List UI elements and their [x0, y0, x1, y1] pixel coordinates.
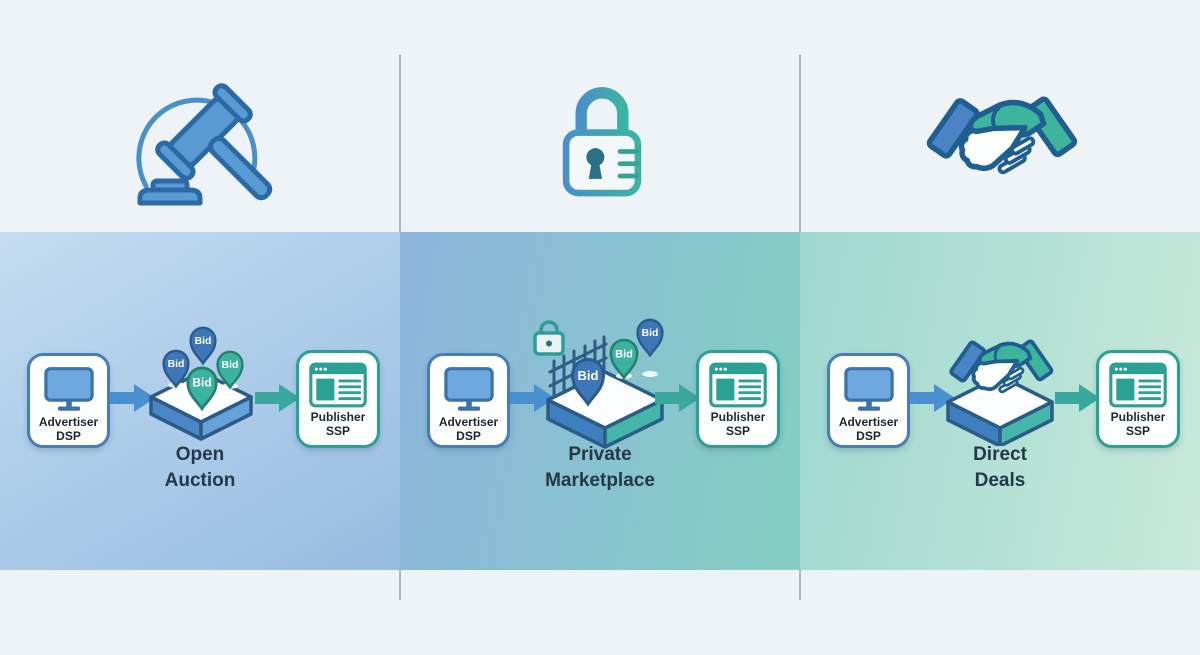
open-auction-label: Open Auction	[164, 444, 236, 491]
direct-deals-graphic	[946, 338, 1054, 446]
browser-icon	[1109, 362, 1167, 408]
panel-private-marketplace: Advertiser DSP	[400, 0, 800, 655]
flow-arrow-dsp-to-deal	[910, 384, 955, 412]
flow-arrow-dsp-to-pmp	[510, 384, 555, 412]
publisher-ssp-label: Publisher SSP	[310, 410, 366, 438]
flow-arrow-dsp-to-auction	[110, 384, 155, 412]
bid-pin: Bid	[162, 349, 190, 388]
bid-pin: Bid	[186, 366, 218, 411]
monitor-icon	[843, 367, 894, 411]
svg-text:Bid: Bid	[642, 328, 659, 339]
open-auction-graphic: Bid Bid Bid Bid	[149, 326, 253, 441]
svg-text:Bid: Bid	[168, 359, 185, 370]
private-marketplace-graphic: Bid Bid Bid	[533, 318, 664, 449]
direct-deals-label: Direct Deals	[973, 444, 1027, 491]
publisher-ssp-box: Publisher SSP	[1096, 350, 1180, 448]
flow-arrow-auction-to-ssp	[255, 384, 300, 412]
publisher-ssp-label: Publisher SSP	[710, 410, 766, 438]
svg-text:Bid: Bid	[578, 368, 599, 383]
svg-text:Bid: Bid	[222, 360, 239, 371]
publisher-ssp-box: Publisher SSP	[296, 350, 380, 448]
handshake-icon	[922, 80, 1078, 197]
bid-pin: Bid	[571, 358, 605, 406]
pin-shadows	[579, 371, 658, 408]
panel-direct-deals: Advertiser DSP Direct Deals	[800, 0, 1200, 655]
gate-lock-icon	[533, 320, 565, 356]
gavel-icon	[136, 83, 273, 206]
advertiser-dsp-box: Advertiser DSP	[827, 353, 910, 448]
advertiser-dsp-label: Advertiser DSP	[38, 415, 99, 443]
publisher-ssp-box: Publisher SSP	[696, 350, 780, 448]
private-marketplace-label: Private Marketplace	[545, 444, 655, 491]
panel-divider	[399, 55, 401, 232]
bid-pin: Bid	[609, 338, 639, 380]
advertiser-dsp-label: Advertiser DSP	[438, 415, 499, 443]
bid-pin: Bid	[636, 318, 664, 357]
monitor-icon	[43, 367, 94, 411]
svg-text:Bid: Bid	[192, 376, 211, 390]
flow-arrow-deal-to-ssp	[1055, 384, 1100, 412]
padlock-icon	[562, 87, 642, 197]
svg-text:Bid: Bid	[615, 348, 633, 360]
svg-text:Bid: Bid	[195, 336, 212, 347]
panel-divider	[799, 55, 801, 232]
monitor-icon	[443, 367, 494, 411]
panel-open-auction: Advertiser DSP Bid Bid	[0, 0, 400, 655]
browser-icon	[309, 362, 367, 408]
panel-divider	[399, 570, 401, 600]
advertiser-dsp-box: Advertiser DSP	[27, 353, 110, 448]
browser-icon	[709, 362, 767, 408]
bid-pin: Bid	[216, 350, 244, 389]
flow-arrow-pmp-to-ssp	[655, 384, 700, 412]
publisher-ssp-label: Publisher SSP	[1110, 410, 1166, 438]
panel-divider	[799, 570, 801, 600]
advertiser-dsp-box: Advertiser DSP	[427, 353, 510, 448]
bid-pin: Bid	[189, 326, 217, 365]
advertiser-dsp-label: Advertiser DSP	[838, 415, 899, 443]
